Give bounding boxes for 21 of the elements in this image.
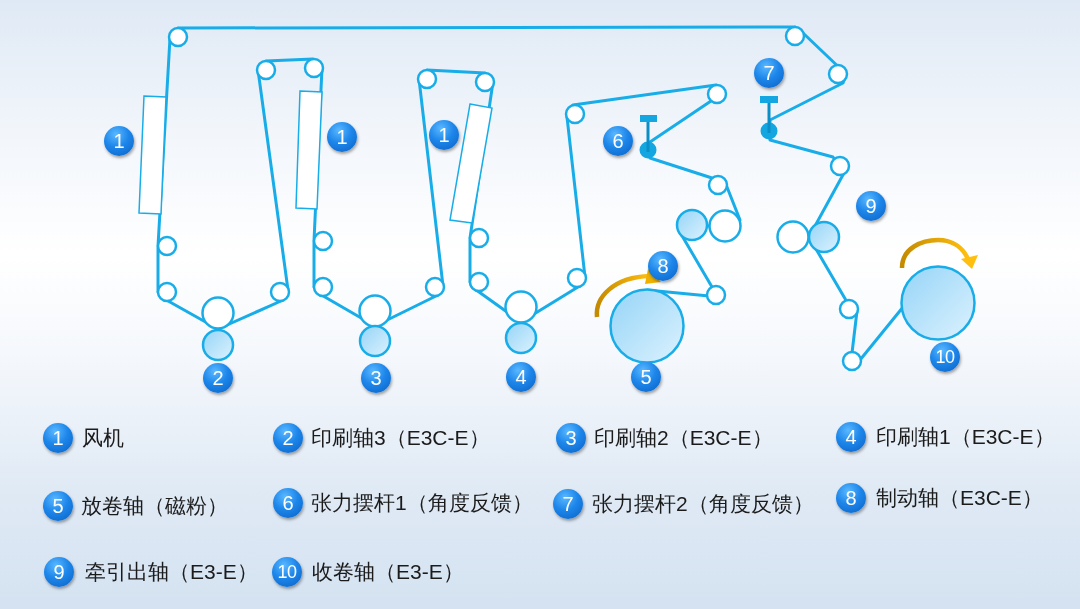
node-label: 放卷轴（磁粉） — [81, 493, 228, 519]
callout-number: 6 — [273, 488, 303, 518]
callout-number: 10 — [272, 557, 302, 587]
node-label: 印刷轴2（E3C-E） — [594, 425, 773, 451]
callout-number: 9 — [44, 557, 74, 587]
node-label: 牵引出轴（E3-E） — [85, 559, 258, 585]
callout-number: 5 — [43, 491, 73, 521]
node-label: 制动轴（E3C-E） — [876, 485, 1043, 511]
node-label: 印刷轴3（E3C-E） — [311, 425, 490, 451]
node-label: 张力摆杆2（角度反馈） — [592, 491, 814, 517]
callout-number: 3 — [556, 423, 586, 453]
node-label: 印刷轴1（E3C-E） — [876, 424, 1055, 450]
callout-number: 7 — [553, 489, 583, 519]
node-label: 张力摆杆1（角度反馈） — [311, 490, 533, 516]
callout-number: 1 — [43, 423, 73, 453]
node-label: 收卷轴（E3-E） — [312, 559, 464, 585]
callout-number: 4 — [836, 422, 866, 452]
callout-number: 1 — [104, 126, 134, 156]
callout-number: 8 — [836, 483, 866, 513]
node-label: 风机 — [82, 425, 124, 451]
callout-number: 2 — [273, 423, 303, 453]
